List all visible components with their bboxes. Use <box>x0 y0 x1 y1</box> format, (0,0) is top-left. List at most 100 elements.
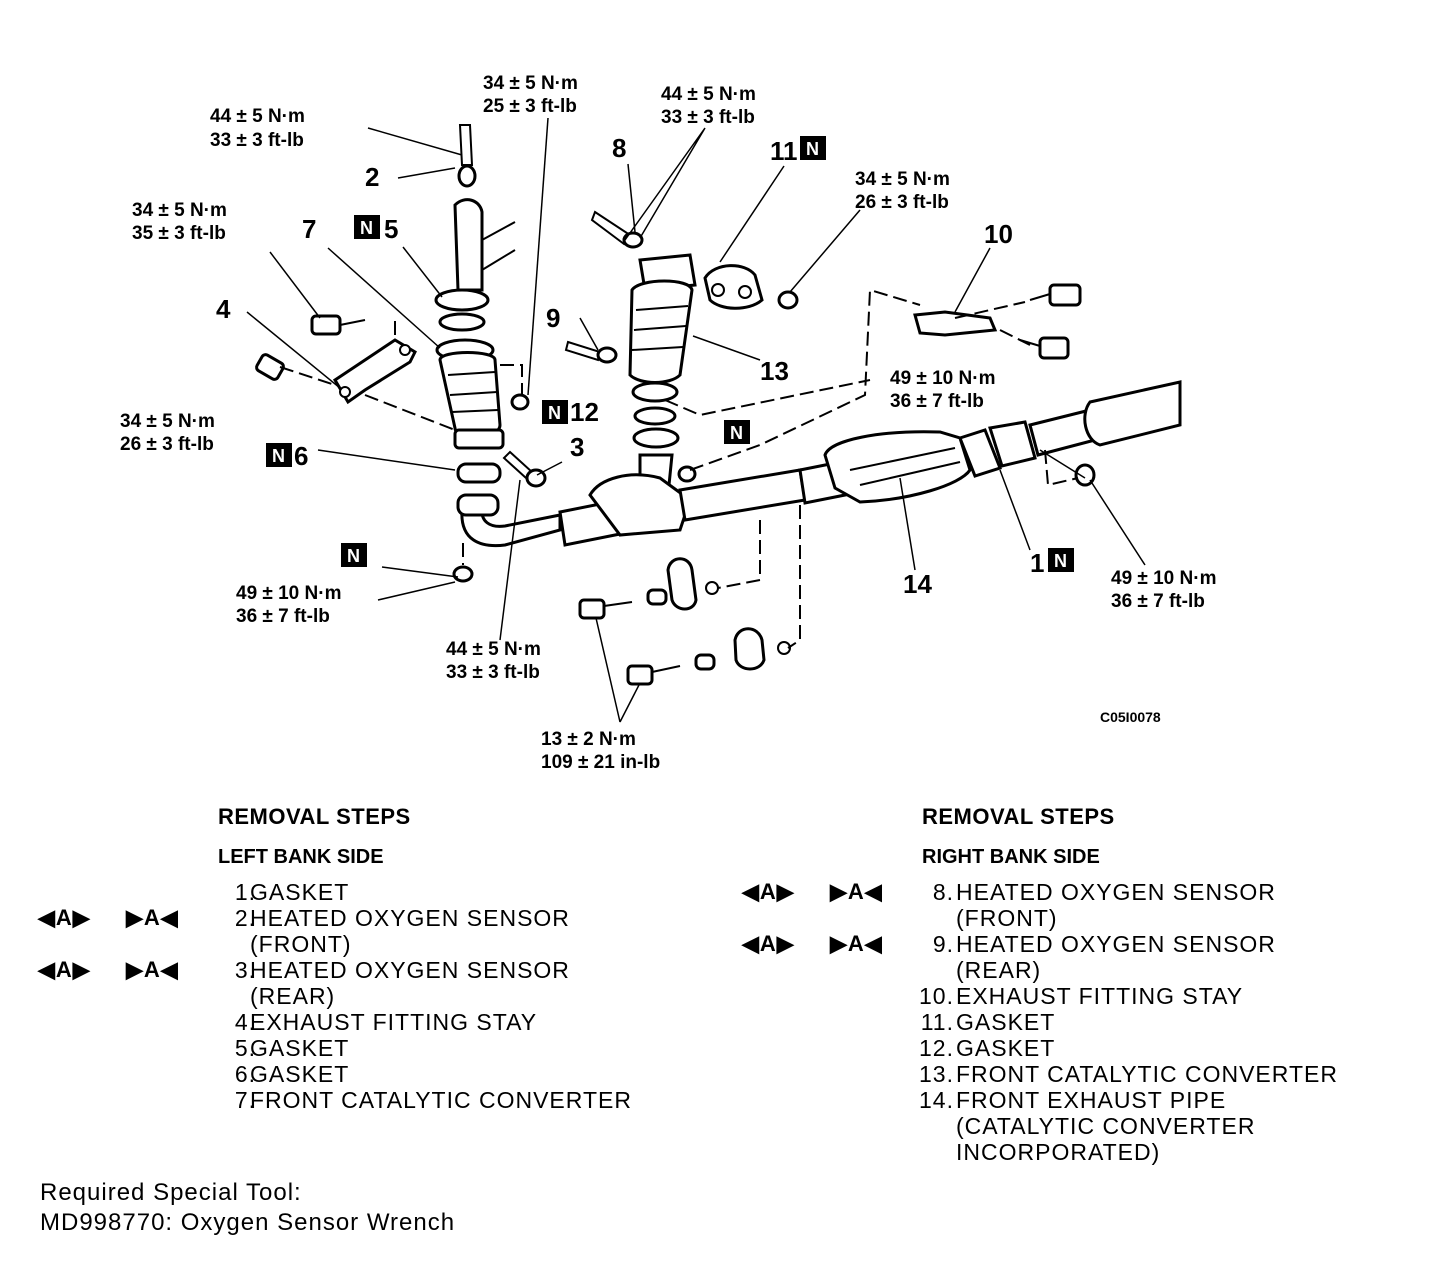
removal-step: 12.GASKET <box>919 1035 1422 1061</box>
removal-step: 1.GASKET <box>218 879 738 905</box>
torque-nut-right-nm: 34 ± 5 N·m <box>855 169 950 190</box>
installation-service-point-icon: ▶A◀ <box>830 931 883 956</box>
torque-top-center-ftlb: 25 ± 3 ft-lb <box>483 96 577 117</box>
special-tool-note: Required Special Tool: MD998770: Oxygen … <box>40 1178 455 1238</box>
service-point-symbols: ◀A▶▶A◀ <box>38 957 179 983</box>
left-steps-heading: REMOVAL STEPS <box>218 804 411 829</box>
step-text: HEATED OXYGEN SENSOR <box>956 879 1276 905</box>
callout-10: 10 <box>984 219 1013 249</box>
removal-step: ◀A▶ ▶A◀ 8.HEATED OXYGEN SENSOR(FRONT) <box>742 879 1422 931</box>
torque-labels: 44 ± 5 N·m 33 ± 3 ft-lb 34 ± 5 N·m 25 ± … <box>120 73 1216 773</box>
step-text: GASKET <box>250 879 350 905</box>
step-number: 8. <box>932 879 954 905</box>
callout-11: 11 <box>770 136 798 166</box>
step-text: HEATED OXYGEN SENSOR <box>250 957 570 983</box>
callout-3: 3 <box>570 432 584 462</box>
torque-hanger-bolts-inlb: 109 ± 21 in-lb <box>541 752 660 773</box>
step-text: (REAR) <box>250 983 336 1009</box>
torque-mid-nut-nm: 49 ± 10 N·m <box>890 368 995 389</box>
removal-step: 11.GASKET <box>921 1009 1422 1035</box>
installation-service-point-icon: ▶A◀ <box>830 879 883 904</box>
callout-14: 14 <box>903 569 932 599</box>
step-text: GASKET <box>956 1035 1056 1061</box>
step-number: 11. <box>920 1009 954 1035</box>
step-text: (FRONT) <box>250 931 352 957</box>
torque-sensor2-nm: 44 ± 5 N·m <box>210 106 305 127</box>
torque-stay-left-upper-nm: 34 ± 5 N·m <box>132 200 227 221</box>
torque-bottom-left-nut-ftlb: 36 ± 7 ft-lb <box>236 606 330 627</box>
n-mark-11: N <box>800 136 826 160</box>
removal-step: 6.GASKET <box>218 1061 738 1087</box>
callout-8: 8 <box>612 133 626 163</box>
callout-12: 12 <box>570 397 599 427</box>
step-text: GASKET <box>956 1009 1056 1035</box>
callout-13: 13 <box>760 356 789 386</box>
callout-1: 1 <box>1030 548 1044 578</box>
removal-service-point-icon: ◀A▶ <box>38 905 91 930</box>
torque-hanger-bolts-nm: 13 ± 2 N·m <box>541 729 636 750</box>
removal-step: 7.FRONT CATALYTIC CONVERTER <box>218 1087 738 1113</box>
special-tool-heading: Required Special Tool: <box>40 1179 302 1206</box>
step-text: FRONT EXHAUST PIPE <box>956 1087 1227 1113</box>
step-text: (CATALYTIC CONVERTER <box>956 1113 1256 1139</box>
step-text: FRONT CATALYTIC CONVERTER <box>956 1061 1338 1087</box>
step-number: 3. <box>234 957 256 983</box>
torque-rear-nut-ftlb: 36 ± 7 ft-lb <box>1111 591 1205 612</box>
oxygen-sensor-3 <box>502 450 547 488</box>
step-number: 10. <box>919 983 954 1009</box>
step-text: GASKET <box>250 1035 350 1061</box>
torque-rear-nut-nm: 49 ± 10 N·m <box>1111 568 1216 589</box>
left-steps-list: 1.GASKET◀A▶▶A◀2.HEATED OXYGEN SENSOR(FRO… <box>38 879 738 1113</box>
torque-stay-left-upper-ftlb: 35 ± 3 ft-lb <box>132 223 226 244</box>
figure-code: C05I0078 <box>1100 709 1161 725</box>
step-number: 9. <box>932 931 954 957</box>
callout-9: 9 <box>546 303 560 333</box>
alignment-lines <box>279 288 1079 649</box>
callout-7: 7 <box>302 214 316 244</box>
removal-step: ◀A▶▶A◀9.HEATED OXYGEN SENSOR(REAR) <box>742 931 1422 983</box>
right-bank-removal-steps: REMOVAL STEPS RIGHT BANK SIDE ◀A▶▶A◀8.HE… <box>742 804 1422 1165</box>
torque-top-center-nm: 34 ± 5 N·m <box>483 73 578 94</box>
callout-5: 5 <box>384 214 398 244</box>
step-number: 4. <box>234 1009 256 1035</box>
n-mark-12: N <box>542 400 568 424</box>
torque-sensor8-ftlb: 33 ± 3 ft-lb <box>661 107 755 128</box>
right-steps-list: ◀A▶▶A◀8.HEATED OXYGEN SENSOR(FRONT)◀A▶▶A… <box>742 879 1422 1165</box>
n-mark-1: N <box>1048 548 1074 572</box>
nuts <box>452 290 1096 583</box>
left-exhaust-fitting-stay <box>255 314 417 405</box>
callout-4: 4 <box>216 294 231 324</box>
oxygen-sensor-2 <box>457 124 477 188</box>
svg-text:N: N <box>548 403 561 423</box>
torque-mid-nut-ftlb: 36 ± 7 ft-lb <box>890 391 984 412</box>
special-tool-name: MD998770: Oxygen Sensor Wrench <box>40 1209 456 1236</box>
removal-step: ◀A▶▶A◀2.HEATED OXYGEN SENSOR(FRONT) <box>38 905 738 957</box>
torque-sensor2-ftlb: 33 ± 3 ft-lb <box>210 130 304 151</box>
step-text: GASKET <box>250 1061 350 1087</box>
removal-step: 13.FRONT CATALYTIC CONVERTER <box>919 1061 1422 1087</box>
leader-lines <box>246 117 1146 723</box>
step-number: 1. <box>234 879 256 905</box>
step-number: 5. <box>234 1035 256 1061</box>
new-part-marks: N N N N N N N <box>266 136 1074 572</box>
removal-step: 14.FRONT EXHAUST PIPE(CATALYTIC CONVERTE… <box>919 1087 1422 1165</box>
step-number: 7. <box>234 1087 256 1113</box>
service-point-symbols: ◀A▶▶A◀ <box>742 931 883 957</box>
step-number: 13. <box>919 1061 954 1087</box>
svg-text:N: N <box>347 546 360 566</box>
step-text: (FRONT) <box>956 905 1058 931</box>
removal-service-point-icon: ◀A▶ <box>742 879 795 904</box>
right-exhaust-fitting-stay <box>913 283 1082 360</box>
torque-nut-right-ftlb: 26 ± 3 ft-lb <box>855 192 949 213</box>
removal-step: 5.GASKET <box>218 1035 738 1061</box>
removal-service-point-icon: ◀A▶ <box>38 957 91 982</box>
n-mark-mid-nut: N <box>724 420 750 444</box>
step-text: HEATED OXYGEN SENSOR <box>250 905 570 931</box>
step-number: 2. <box>234 905 256 931</box>
step-text: HEATED OXYGEN SENSOR <box>956 931 1276 957</box>
torque-sensor8-nm: 44 ± 5 N·m <box>661 84 756 105</box>
exhaust-exploded-diagram: 44 ± 5 N·m 33 ± 3 ft-lb 34 ± 5 N·m 25 ± … <box>120 73 1216 773</box>
right-steps-heading: REMOVAL STEPS <box>922 804 1115 829</box>
torque-sensor3-nm: 44 ± 5 N·m <box>446 639 541 660</box>
removal-step: 4.EXHAUST FITTING STAY <box>218 1009 738 1035</box>
